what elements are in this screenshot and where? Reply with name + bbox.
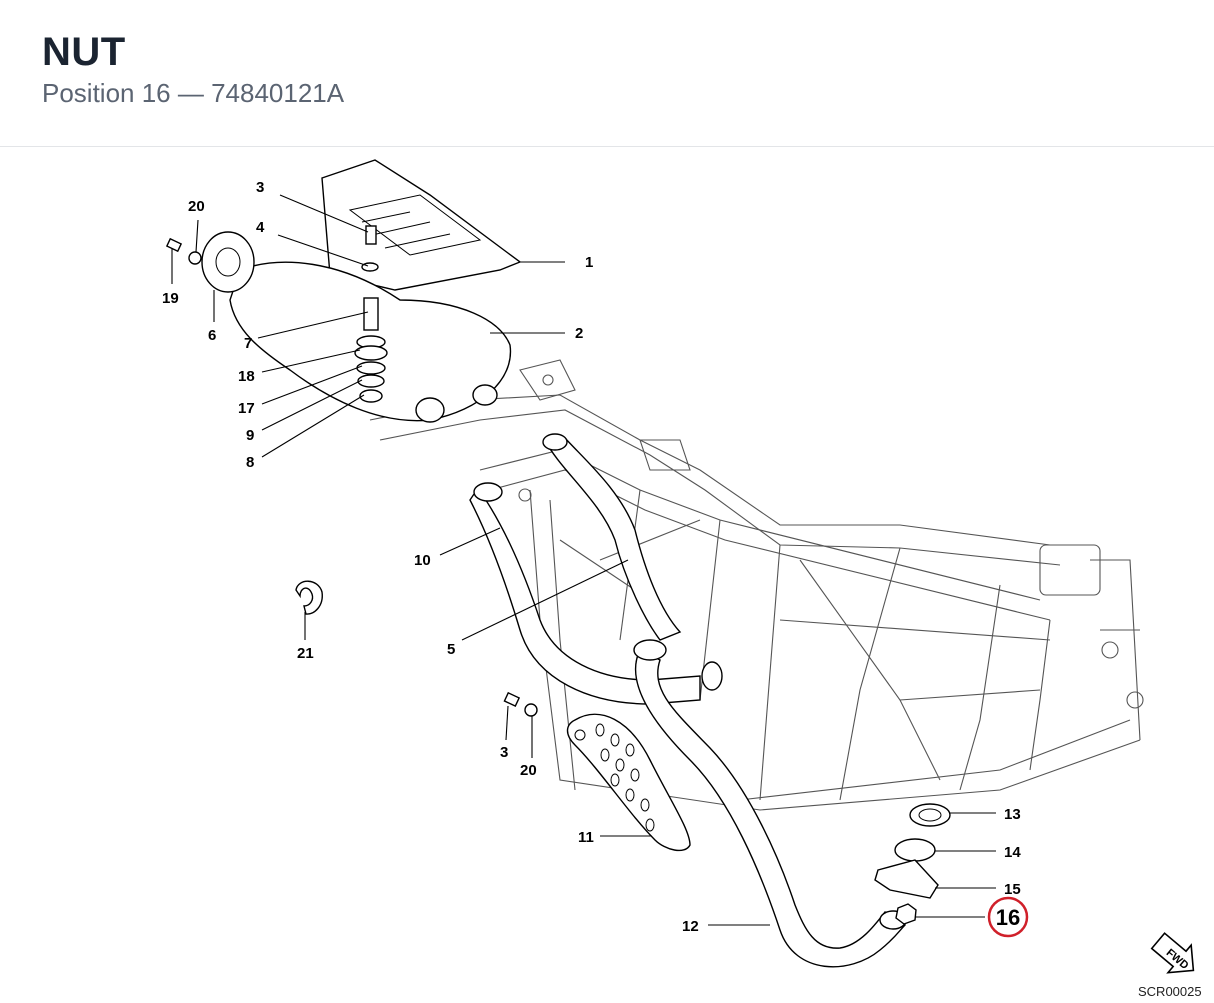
clamp-hardware-13-16 (874, 803, 951, 925)
callout-1[interactable]: 1 (585, 254, 593, 271)
callout-12[interactable]: 12 (682, 918, 699, 935)
callout-7[interactable]: 7 (244, 335, 252, 352)
exhaust-pipe-5 (542, 433, 682, 641)
mounting-hardware-stack (354, 225, 388, 403)
callout-5[interactable]: 5 (447, 641, 455, 658)
callout-2[interactable]: 2 (575, 325, 583, 342)
callout-19[interactable]: 19 (162, 290, 179, 307)
part-subtitle: Position 16 — 74840121A (42, 78, 345, 108)
callout-15[interactable]: 15 (1004, 881, 1021, 898)
callout-11[interactable]: 11 (578, 829, 594, 846)
muffler-assembly (201, 159, 522, 423)
callout-20-lower[interactable]: 20 (520, 762, 537, 779)
callout-21[interactable]: 21 (297, 645, 314, 662)
page-header: NUT Position 16 — 74840121A (0, 0, 1214, 147)
heat-shield-11 (566, 713, 691, 852)
bolt-3-washer-20-lower (503, 691, 538, 717)
callout-3-lower[interactable]: 3 (500, 744, 508, 761)
exploded-parts-diagram: 1 2 3 4 5 6 7 8 9 10 11 12 13 14 15 17 1… (162, 159, 1202, 999)
callout-10[interactable]: 10 (414, 552, 431, 569)
callout-4[interactable]: 4 (256, 219, 265, 236)
callout-16-highlighted[interactable]: 16 (996, 905, 1020, 930)
callout-3[interactable]: 3 (256, 179, 264, 196)
callout-9[interactable]: 9 (246, 427, 254, 444)
part-title: NUT (42, 30, 126, 74)
callout-20[interactable]: 20 (188, 198, 205, 215)
frame-drawing (369, 359, 1144, 811)
callout-18[interactable]: 18 (238, 368, 255, 385)
fwd-arrow-icon: FWD (1150, 932, 1195, 974)
callouts: 1 2 3 4 5 6 7 8 9 10 11 12 13 14 15 17 1… (162, 179, 1029, 938)
exhaust-pipe-12 (633, 639, 907, 968)
clamp-21 (295, 580, 323, 615)
drawing-code: SCR00025 (1138, 984, 1202, 999)
callout-13[interactable]: 13 (1004, 806, 1021, 823)
callout-14[interactable]: 14 (1004, 844, 1021, 861)
callout-17[interactable]: 17 (238, 400, 255, 417)
leader-lines (171, 194, 996, 926)
exhaust-pipe-10 (469, 482, 723, 705)
highlight-ring-16 (987, 896, 1029, 938)
callout-6[interactable]: 6 (208, 327, 216, 344)
callout-8[interactable]: 8 (246, 454, 254, 471)
